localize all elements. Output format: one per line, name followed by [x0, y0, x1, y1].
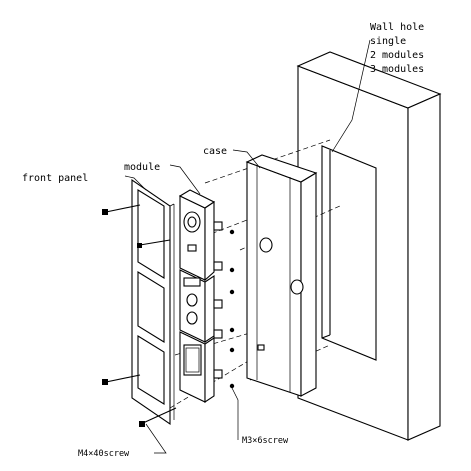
module-clip-4	[213, 329, 223, 339]
m3-screw-6	[229, 383, 235, 389]
wall-hole-3-modules-label: 3 modules	[370, 64, 424, 75]
m3-screw-label: M3×6screw	[242, 436, 289, 446]
m4-screw-head-4	[139, 421, 145, 427]
front-panel-leader	[124, 175, 147, 191]
m4-screw-head-2	[137, 243, 142, 248]
wall-hole-leader	[331, 39, 371, 153]
front-panel-window-3	[137, 335, 165, 405]
module-3-screen	[185, 347, 200, 373]
m4-screw-4	[142, 407, 177, 424]
module-2-button-1	[186, 293, 198, 307]
case-leader	[232, 149, 261, 169]
case-bracket	[257, 344, 265, 351]
case-side-face	[300, 172, 317, 397]
m3-screws	[229, 229, 235, 389]
wall-side-face	[407, 93, 441, 441]
case-label: case	[203, 146, 227, 157]
m4-screw-2	[139, 239, 171, 246]
module-clip-3	[213, 299, 223, 309]
module-1-button	[187, 244, 197, 252]
m4-screw-head-3	[102, 379, 108, 385]
m4-screw-leader	[145, 423, 167, 454]
m3-screw-leader	[231, 387, 239, 440]
wall-hole-single-label: single	[370, 36, 406, 47]
m4-screw-3	[105, 374, 141, 383]
module-label: module	[124, 162, 160, 173]
module-2-display	[183, 277, 201, 287]
m4-screw-1	[105, 204, 141, 213]
m4-screws	[102, 204, 177, 427]
front-panel-edge	[169, 203, 175, 207]
front-panel-window-2	[137, 271, 165, 343]
m4-screw-head-1	[102, 209, 108, 215]
back-case	[245, 154, 318, 397]
module-1-side	[204, 200, 215, 282]
m3-screw-1	[229, 229, 235, 235]
wall-hole-depth-line	[321, 334, 331, 339]
m3-screw-3	[229, 289, 235, 295]
front-panel-frame	[131, 178, 175, 426]
wall-block	[296, 51, 442, 441]
front-panel-label: front panel	[22, 173, 88, 184]
camera-lens-inner-icon	[187, 216, 197, 228]
case-knockout-hole-2	[290, 279, 304, 295]
module-3-display	[183, 344, 202, 376]
m3-screw-5	[229, 347, 235, 353]
wall-hole-2-modules-label: 2 modules	[370, 50, 424, 61]
module-clip-5	[213, 369, 223, 379]
wall-hole	[321, 145, 377, 361]
module-clip-2	[213, 261, 223, 271]
front-panel-window-1	[137, 189, 165, 279]
wall-hole-label: Wall hole	[370, 22, 424, 33]
case-front-face	[246, 161, 302, 397]
module-stack	[178, 189, 223, 404]
m3-screw-2	[229, 267, 235, 273]
module-2-button-2	[186, 311, 198, 325]
module-clip-1	[213, 221, 223, 231]
module-2-side	[204, 274, 215, 344]
m4-screw-label: M4×40screw	[78, 449, 130, 459]
module-leader	[169, 164, 201, 195]
module-1-front	[179, 195, 206, 281]
module-3-side	[204, 336, 215, 404]
m3-screw-4	[229, 327, 235, 333]
case-knockout-hole-1	[259, 237, 273, 253]
